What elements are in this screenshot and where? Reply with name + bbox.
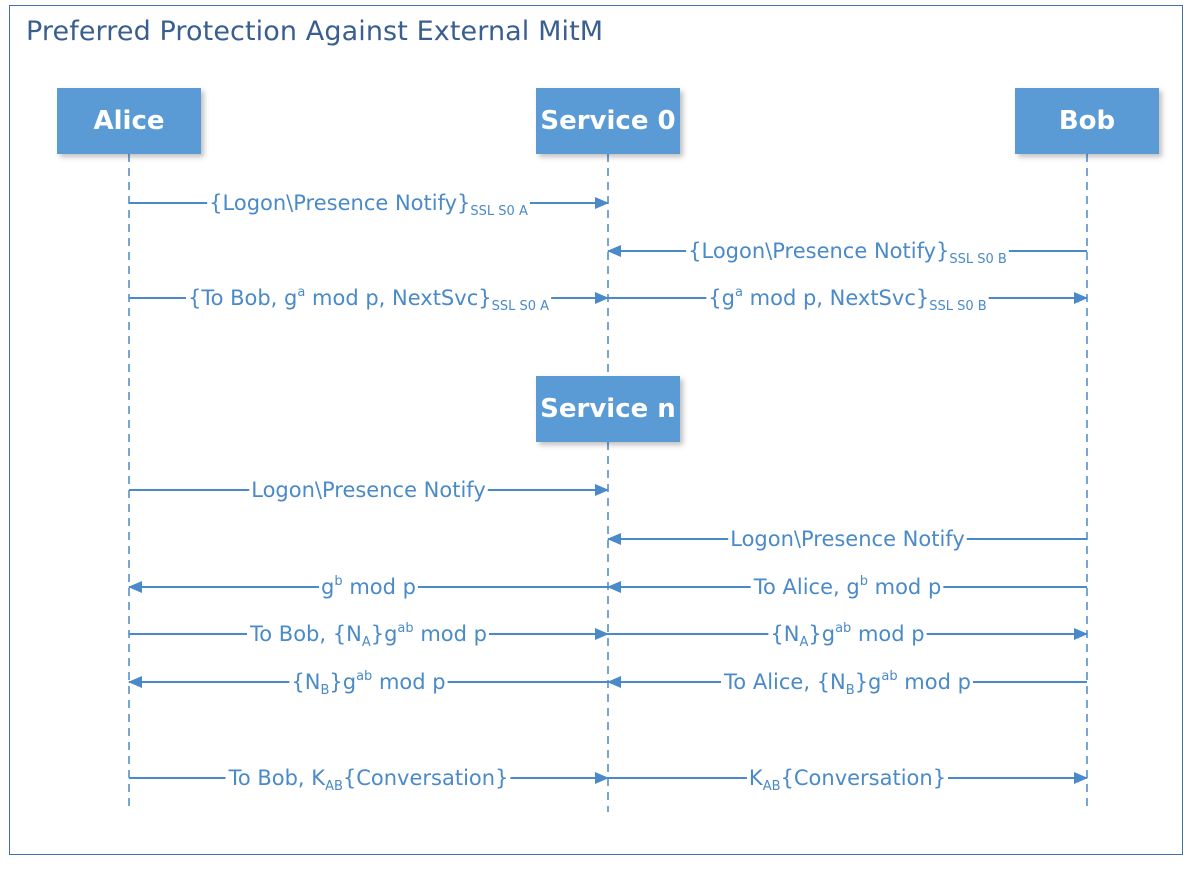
message-m5: Logon\Presence Notify [129, 478, 609, 502]
message-label: To Alice, {NB}gab mod p [723, 669, 971, 698]
diagram-frame [9, 5, 1183, 855]
label-background [721, 676, 973, 688]
message-m12: To Alice, {NB}gab mod p [607, 669, 1087, 698]
message-m8: To Alice, gb mod p [607, 574, 1087, 599]
label-background [746, 772, 949, 784]
label-background [728, 533, 967, 545]
message-m1: {Logon\Presence Notify}SSL S0 A [129, 191, 609, 219]
message-label: To Alice, gb mod p [753, 574, 942, 599]
message-label: Logon\Presence Notify [730, 527, 965, 551]
label-background [686, 245, 1009, 257]
message-m7: gb mod p [128, 574, 608, 599]
message-label: {NB}gab mod p [291, 669, 445, 698]
label-background [249, 484, 488, 496]
label-background [706, 292, 989, 304]
message-m3: {To Bob, ga mod p, NextSvc}SSL S0 A [129, 285, 609, 314]
message-label: {Logon\Presence Notify}SSL S0 A [209, 191, 528, 219]
message-label: To Bob, {NA}gab mod p [249, 621, 487, 650]
diagram-title: Preferred Protection Against External Mi… [26, 16, 604, 47]
message-label: To Bob, KAB{Conversation} [228, 766, 509, 794]
message-label: {ga mod p, NextSvc}SSL S0 B [708, 285, 986, 314]
message-m13: To Bob, KAB{Conversation} [129, 766, 609, 794]
message-m6: Logon\Presence Notify [607, 527, 1087, 551]
message-m4: {ga mod p, NextSvc}SSL S0 B [608, 285, 1088, 314]
message-label: KAB{Conversation} [749, 766, 946, 794]
label-background [768, 628, 927, 640]
actor-service-n: Service n [536, 376, 680, 442]
label-background [289, 676, 448, 688]
label-background [207, 197, 530, 209]
message-label: {Logon\Presence Notify}SSL S0 B [688, 239, 1007, 267]
label-background [750, 581, 944, 593]
message-m11: {NB}gab mod p [128, 669, 608, 698]
message-label: gb mod p [321, 574, 416, 599]
label-background [319, 581, 418, 593]
message-m14: KAB{Conversation} [608, 766, 1088, 794]
label-background [185, 292, 552, 304]
label-background [247, 628, 489, 640]
message-label: {NA}gab mod p [770, 621, 924, 650]
actor-alice: Alice [57, 88, 201, 154]
message-m9: To Bob, {NA}gab mod p [129, 621, 609, 650]
message-label: Logon\Presence Notify [251, 478, 486, 502]
actor-service-0: Service 0 [536, 88, 680, 154]
actor-bob: Bob [1015, 88, 1159, 154]
label-background [225, 772, 511, 784]
message-label: {To Bob, ga mod p, NextSvc}SSL S0 A [188, 285, 549, 314]
message-m2: {Logon\Presence Notify}SSL S0 B [607, 239, 1087, 267]
message-m10: {NA}gab mod p [608, 621, 1088, 650]
